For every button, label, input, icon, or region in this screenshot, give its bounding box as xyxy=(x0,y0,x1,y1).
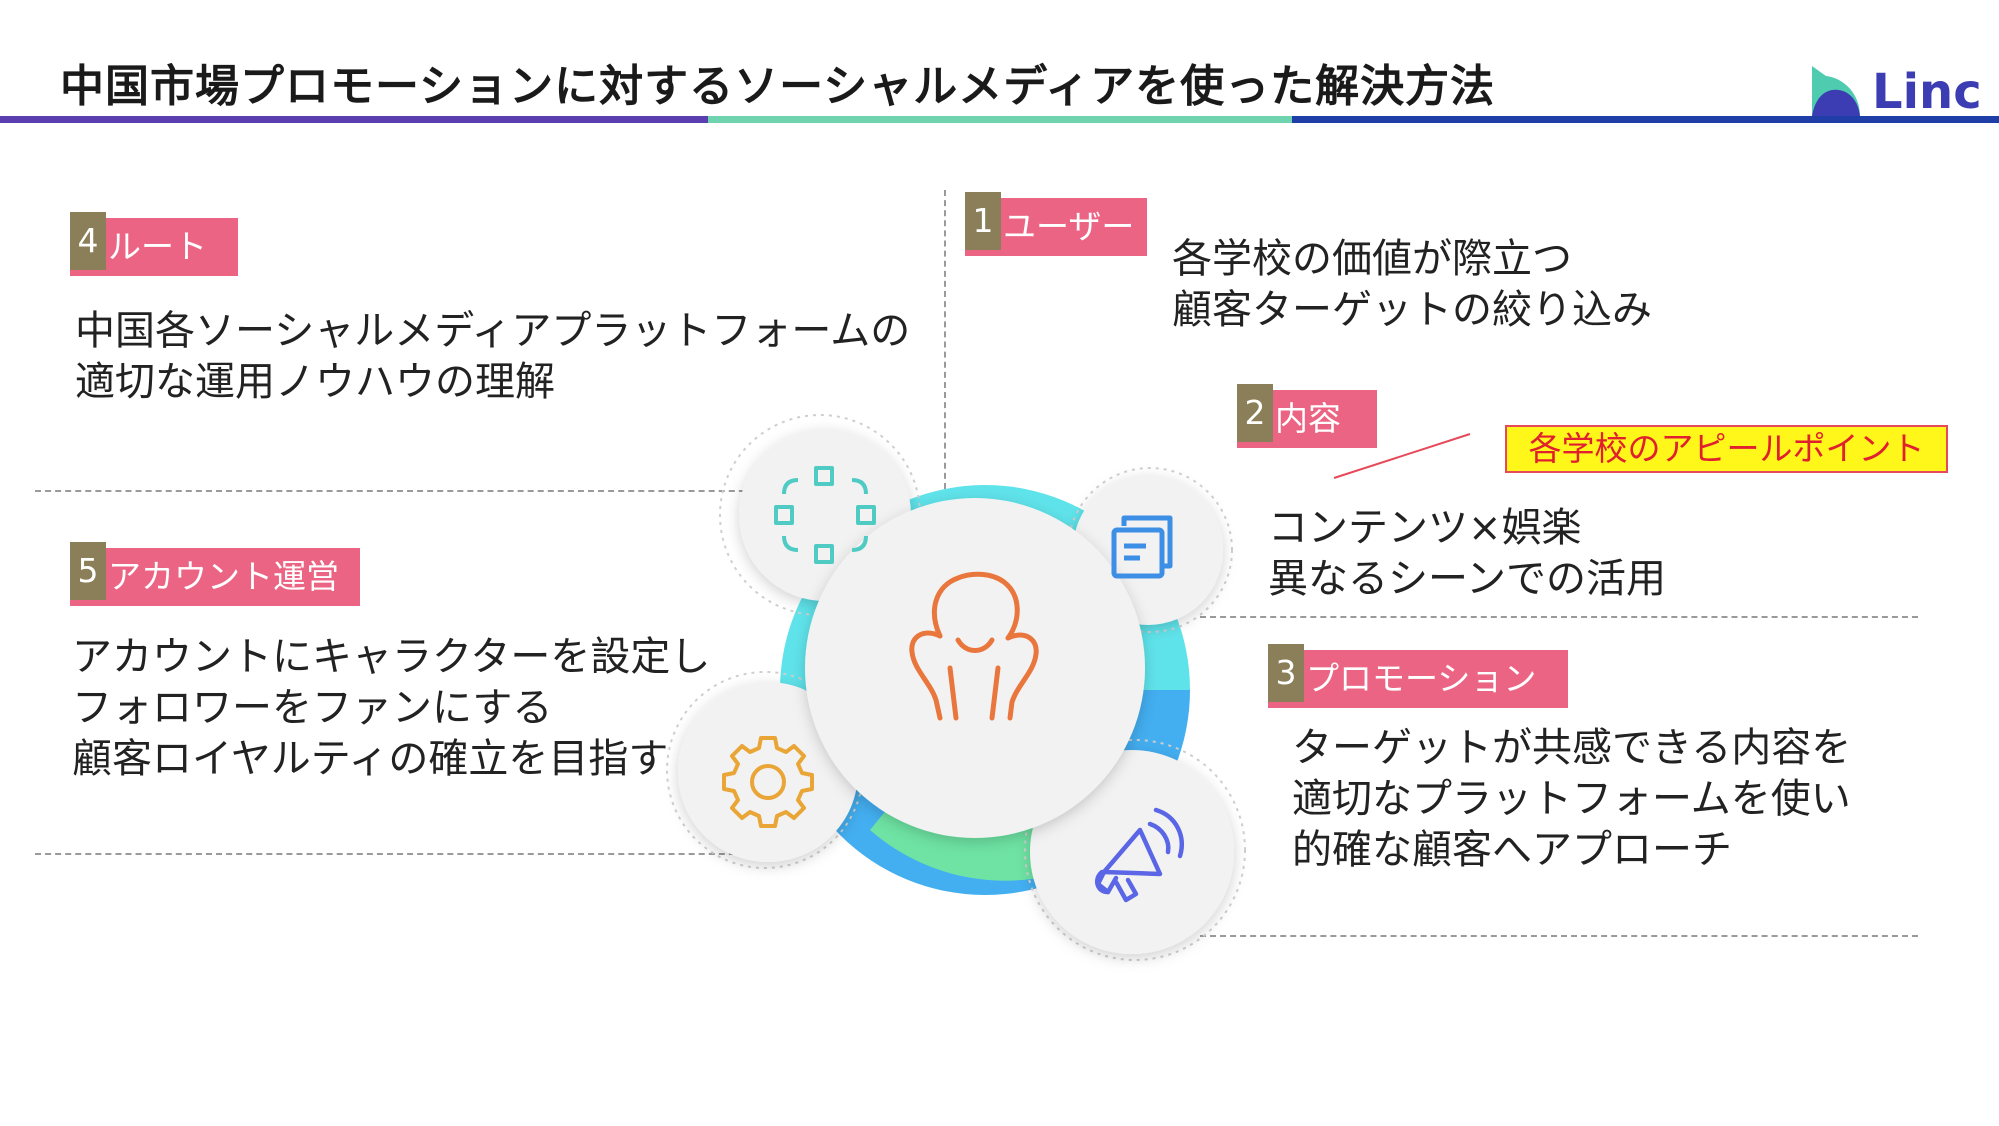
promotion-line: 的確な顧客へアプローチ xyxy=(1292,827,1732,873)
title-rule-purple xyxy=(0,116,708,123)
tag-number: 2 xyxy=(1237,384,1273,442)
tag-content: 2 内容 xyxy=(1237,384,1377,448)
content-description: コンテンツ×娯楽 異なるシーンでの活用 xyxy=(1268,503,1666,605)
title-rule-blue xyxy=(1292,116,1999,123)
tag-route: 4 ルート xyxy=(70,212,238,276)
appeal-point-callout: 各学校のアピールポイント xyxy=(1505,425,1948,473)
route-description: 中国各ソーシャルメディアプラットフォームの 適切な運用ノウハウの理解 xyxy=(75,306,910,408)
promotion-line: 適切なプラットフォームを使い xyxy=(1292,776,1851,822)
user-line: 各学校の価値が際立つ xyxy=(1172,236,1572,282)
tag-promotion: 3 プロモーション xyxy=(1268,644,1568,708)
content-line: コンテンツ×娯楽 xyxy=(1268,505,1582,551)
person-icon xyxy=(909,571,1039,721)
account-line: 顧客ロイヤルティの確立を目指す xyxy=(72,736,669,782)
tag-label: ユーザー xyxy=(1003,207,1135,246)
tag-label: ルート xyxy=(108,227,207,266)
tag-label: アカウント運営 xyxy=(108,557,339,596)
orbit-ring xyxy=(1024,739,1246,961)
tag-number: 5 xyxy=(70,542,106,600)
tag-label: プロモーション xyxy=(1306,659,1537,698)
divider-vertical xyxy=(944,190,946,590)
route-line: 適切な運用ノウハウの理解 xyxy=(75,359,555,405)
satellite-circle xyxy=(1030,750,1234,954)
linc-logo-text: Linc xyxy=(1872,64,1982,120)
page-title: 中国市場プロモーションに対するソーシャルメディアを使った解決方法 xyxy=(60,61,1496,112)
center-circle xyxy=(805,498,1145,838)
tag-user: 1 ユーザー xyxy=(965,192,1147,256)
account-description: アカウントにキャラクターを設定し フォロワーをファンにする 顧客ロイヤルティの確… xyxy=(72,632,710,785)
account-line: フォロワーをファンにする xyxy=(72,685,553,731)
promotion-line: ターゲットが共感できる内容を xyxy=(1292,725,1852,771)
user-description: 各学校の価値が際立つ 顧客ターゲットの絞り込み xyxy=(1172,234,1652,336)
route-line: 中国各ソーシャルメディアプラットフォームの xyxy=(75,308,911,354)
tag-label: 内容 xyxy=(1275,399,1341,438)
tag-number: 3 xyxy=(1268,644,1304,702)
tag-number: 1 xyxy=(965,192,1001,250)
account-line: アカウントにキャラクターを設定し xyxy=(72,634,711,680)
strategy-cycle-diagram xyxy=(666,414,1246,961)
user-line: 顧客ターゲットの絞り込み xyxy=(1172,287,1652,333)
divider-right-upper xyxy=(1200,616,1918,618)
tag-number: 4 xyxy=(70,212,106,270)
satellite-circle xyxy=(678,682,858,862)
divider-right-lower xyxy=(1200,935,1918,937)
focus-frame-icon xyxy=(774,466,876,564)
linc-logo-mark xyxy=(1812,66,1860,116)
title-rule-teal xyxy=(708,116,1292,123)
divider-left-upper xyxy=(35,490,775,492)
promotion-description: ターゲットが共感できる内容を 適切なプラットフォームを使い 的確な顧客へアプロー… xyxy=(1292,723,1851,876)
callout-connector xyxy=(1333,433,1471,479)
divider-left-lower xyxy=(35,853,755,855)
gear-icon xyxy=(722,736,814,828)
tag-account: 5 アカウント運営 xyxy=(70,542,360,606)
document-icon xyxy=(1111,515,1173,579)
megaphone-icon xyxy=(1094,807,1184,903)
content-line: 異なるシーンでの活用 xyxy=(1268,556,1666,602)
